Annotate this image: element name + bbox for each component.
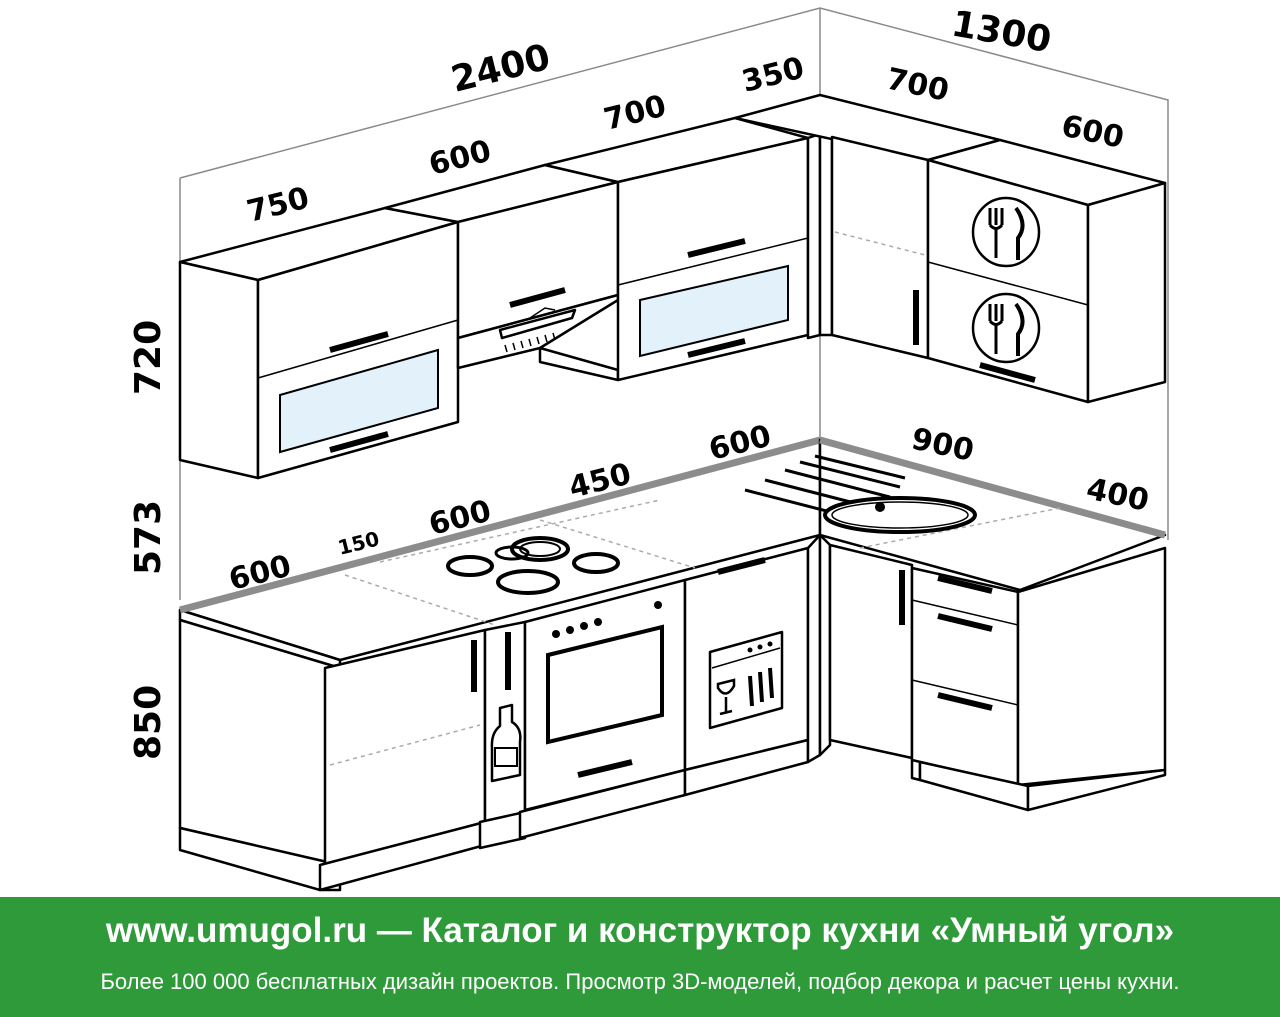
- dim-upper-600: 600: [425, 134, 494, 183]
- fork-knife-icon: [971, 292, 1041, 364]
- lower-cabinet-oven: [518, 578, 687, 840]
- dim-upper-750: 750: [243, 181, 312, 230]
- lower-cabinet-150-bottles: [478, 620, 527, 850]
- upper-cabinet-750: [178, 206, 460, 480]
- fork-knife-icon: [971, 196, 1041, 268]
- dim-upper-side-700: 700: [883, 62, 952, 109]
- dim-height-gap: 573: [128, 500, 169, 575]
- lower-cabinet-600-door: [318, 628, 487, 892]
- glass-panel: [279, 348, 439, 454]
- banner-subtitle: Более 100 000 бесплатных дизайн проектов…: [100, 969, 1180, 994]
- dim-height-upper: 720: [128, 320, 169, 395]
- dim-upper-700: 700: [600, 89, 669, 138]
- lower-corner-column: [806, 533, 832, 764]
- countertop-right: [818, 436, 1167, 592]
- dim-upper-total: 2400: [447, 37, 554, 101]
- lower-cabinet-600-left: [178, 618, 342, 892]
- dim-upper-350: 350: [738, 51, 807, 100]
- glass-panel: [639, 264, 789, 358]
- kitchen-diagram: 2400 1300 750 600 700 350 700 600 720 57…: [128, 3, 1169, 892]
- sink-icon: [744, 454, 977, 534]
- oven-icon: [546, 601, 664, 778]
- cooktop-icon: [446, 536, 620, 595]
- banner-title[interactable]: www.umugol.ru — Каталог и конструктор ку…: [105, 911, 1175, 950]
- upper-cabinet-700: [538, 116, 810, 382]
- upper-corner-column: [806, 132, 834, 340]
- dim-upper-side: 1300: [948, 3, 1054, 61]
- upper-cabinet-hood: [383, 163, 620, 370]
- dim-height-lower: 850: [128, 685, 169, 760]
- promo-banner: www.umugol.ru — Каталог и конструктор ку…: [0, 897, 1280, 1017]
- bottle-icon: [490, 703, 522, 783]
- lower-cabinet-dishwasher: [683, 546, 810, 797]
- lower-cabinet-side-door: [828, 543, 922, 782]
- dim-lower-side-900: 900: [908, 422, 977, 469]
- lower-cabinet-side-drawers: [910, 546, 1167, 812]
- hood-icon: [456, 293, 620, 370]
- dishwasher-icon: [708, 630, 784, 730]
- upper-cabinet-side-600: [926, 138, 1167, 404]
- dim-upper-side-600: 600: [1058, 109, 1127, 156]
